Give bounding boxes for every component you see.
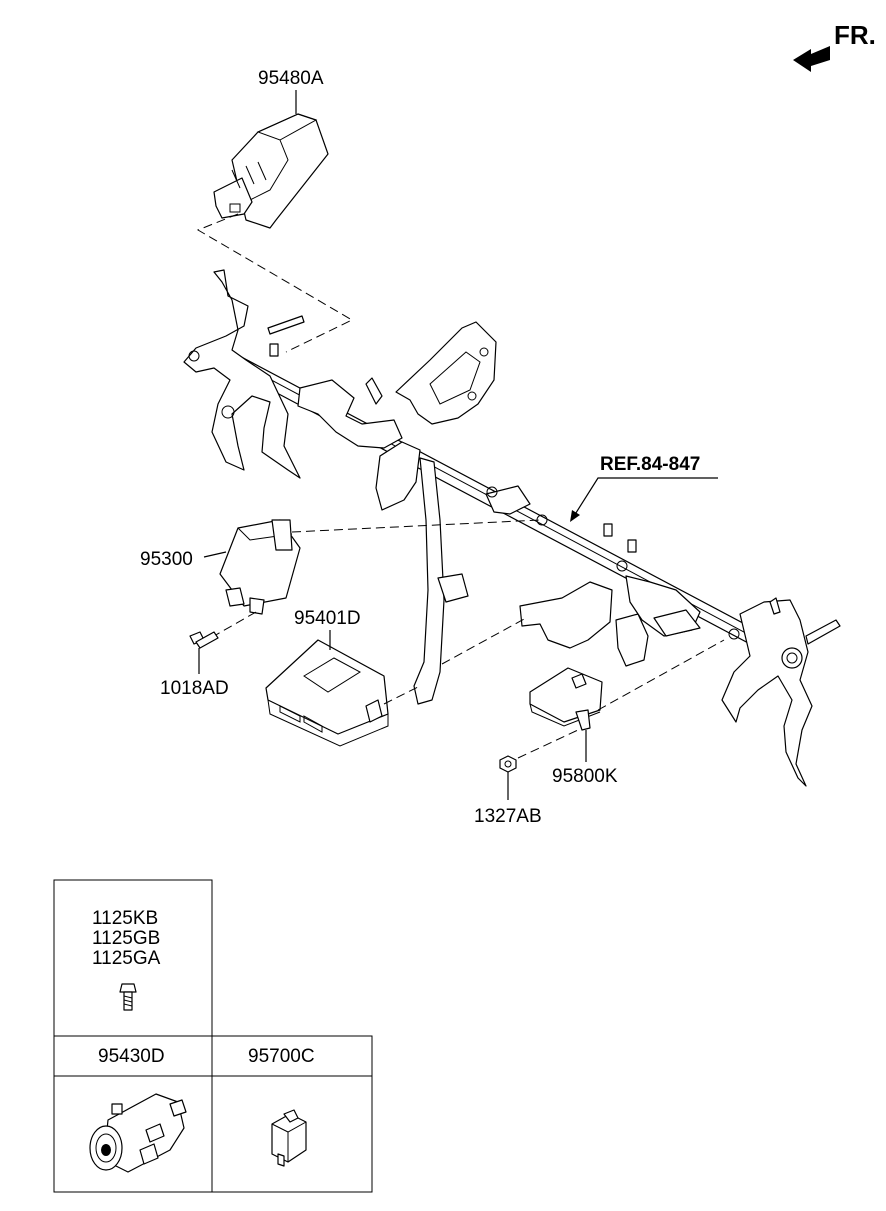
legend-table: 1125KB 1125GB 1125GA 95430D 95700C	[53, 879, 373, 1193]
label-1018AD: 1018AD	[160, 678, 229, 699]
legend-ignition-code: 95430D	[98, 1046, 165, 1067]
label-95300: 95300	[140, 549, 193, 570]
legend-bolt-code-3: 1125GA	[92, 948, 161, 969]
legend-bolt-code-1: 1125KB	[92, 908, 158, 929]
bolt-1018AD: 1018AD	[160, 631, 229, 699]
front-arrow-icon	[793, 46, 830, 72]
left-end-bracket	[183, 269, 301, 479]
legend-bolt-code-2: 1125GB	[92, 928, 160, 949]
lower-vertical-stay	[413, 457, 445, 705]
label-95480A: 95480A	[258, 68, 324, 89]
module-95480A: 95480A	[196, 68, 354, 353]
legend-relay-code: 95700C	[248, 1046, 315, 1067]
ignition-lock-icon	[89, 1093, 187, 1173]
label-95401D: 95401D	[294, 608, 361, 629]
front-label: FR.	[834, 20, 876, 50]
reference-label: REF.84-847	[600, 454, 700, 475]
nut-1327AB: 1327AB	[474, 729, 579, 827]
cowl-cross-bar	[183, 269, 841, 787]
center-upper-bracket	[297, 379, 403, 449]
right-upper-bracket	[395, 321, 497, 425]
label-95800K: 95800K	[552, 766, 618, 787]
right-lower-bracket	[519, 581, 613, 649]
label-1327AB: 1327AB	[474, 806, 542, 827]
right-end-bracket	[721, 599, 813, 787]
reference-callout: REF.84-847	[570, 454, 718, 522]
module-95800K: 95800K	[529, 639, 725, 787]
bolt-icon	[119, 983, 137, 1011]
relay-icon	[271, 1109, 307, 1167]
front-direction-indicator: FR.	[793, 20, 876, 72]
module-95300: 95300	[140, 519, 541, 637]
module-95401D: 95401D	[265, 608, 527, 747]
